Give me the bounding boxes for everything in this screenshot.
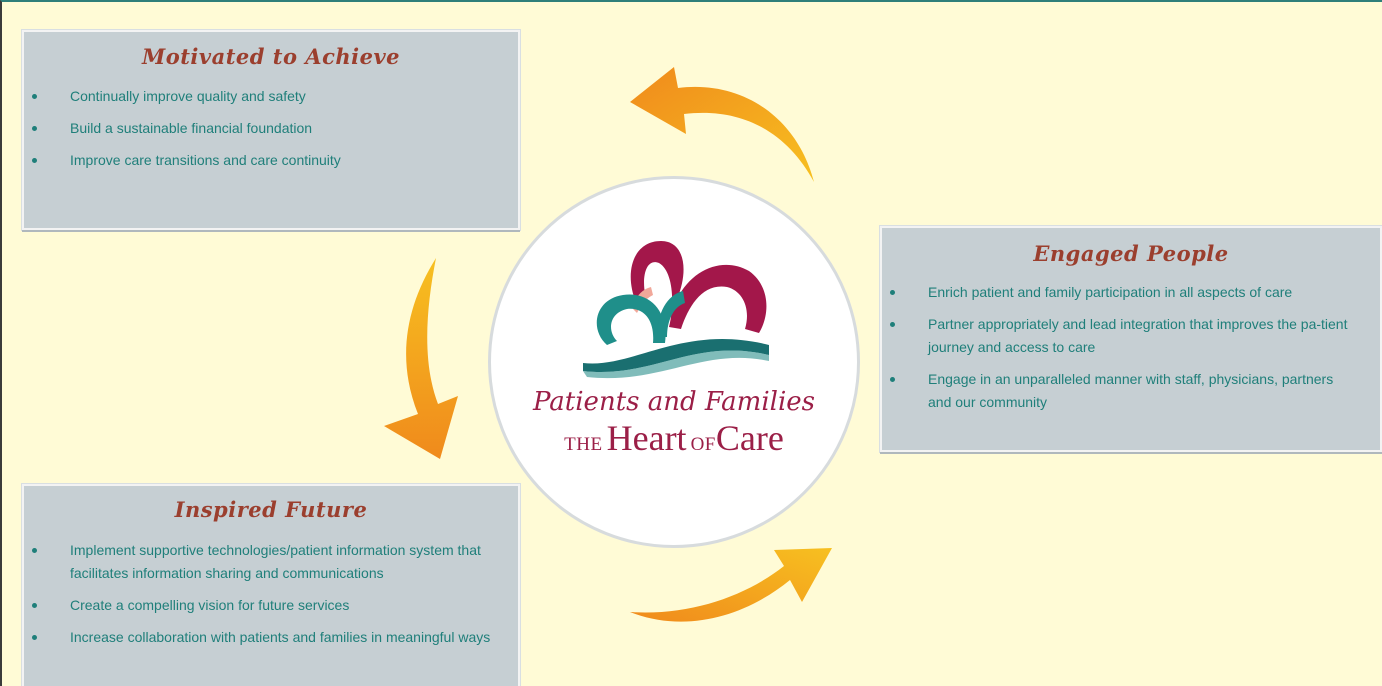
bullet-icon	[32, 548, 37, 553]
list-item-text: Improve care transitions and care contin…	[70, 152, 341, 168]
list-item: Increase collaboration with patients and…	[24, 626, 518, 649]
list-item-text: Build a sustainable financial foundation	[70, 120, 313, 136]
list-item: Partner appropriately and lead integrati…	[882, 313, 1380, 359]
bullet-list: Implement supportive technologies/patien…	[24, 539, 518, 649]
list-item-text: Create a compelling vision for future se…	[70, 597, 350, 613]
panel-engaged-people: Engaged People Enrich patient and family…	[880, 226, 1382, 452]
list-item: Engage in an unparalleled manner with st…	[882, 368, 1380, 414]
bullet-icon	[32, 158, 37, 163]
list-item: Create a compelling vision for future se…	[24, 594, 518, 617]
list-item-text: Engage in an unparalleled manner with st…	[928, 371, 1334, 410]
list-item: Implement supportive technologies/patien…	[24, 539, 518, 585]
panel-title: Engaged People	[1033, 241, 1229, 266]
logo-word-the: THE	[564, 434, 603, 455]
panel-inspired-future: Inspired Future Implement supportive tec…	[22, 484, 520, 686]
list-item: Improve care transitions and care contin…	[24, 149, 518, 172]
panel-title: Motivated to Achieve	[141, 44, 401, 69]
bullet-icon	[32, 603, 37, 608]
bullet-icon	[890, 290, 895, 295]
bullet-icon	[890, 377, 895, 382]
curved-arrow-top-icon	[630, 67, 814, 182]
panel-motivated-to-achieve: Motivated to Achieve Continually improve…	[22, 30, 520, 230]
list-item: Continually improve quality and safety	[24, 85, 518, 108]
panel-title: Inspired Future	[174, 497, 368, 522]
logo-word-of: OF	[690, 434, 716, 455]
logo-tagline: Patients and Families	[532, 387, 816, 417]
logo-word-heart: Heart	[606, 418, 687, 458]
list-item-text: Partner appropriately and lead integrati…	[928, 316, 1348, 355]
curved-arrow-left-icon	[384, 258, 458, 459]
list-item-text: Enrich patient and family participation …	[928, 284, 1293, 300]
bullet-icon	[32, 635, 37, 640]
bullet-list: Enrich patient and family participation …	[882, 281, 1380, 414]
bullet-icon	[890, 322, 895, 327]
curved-arrow-bottom-icon	[630, 548, 832, 622]
list-item-text: Continually improve quality and safety	[70, 88, 306, 104]
bullet-icon	[32, 126, 37, 131]
heart-figures-logo-icon	[583, 241, 769, 379]
logo-word-care: Care	[715, 418, 784, 458]
list-item-text: Implement supportive technologies/patien…	[70, 542, 481, 581]
bullet-list: Continually improve quality and safety B…	[24, 85, 518, 172]
bullet-icon	[32, 94, 37, 99]
logo-title: THE Heart OFCare	[491, 417, 857, 459]
list-item: Enrich patient and family participation …	[882, 281, 1380, 304]
list-item-text: Increase collaboration with patients and…	[70, 629, 491, 645]
list-item: Build a sustainable financial foundation	[24, 117, 518, 140]
logo-circle: Patients and Families THE Heart OFCare	[488, 176, 860, 548]
